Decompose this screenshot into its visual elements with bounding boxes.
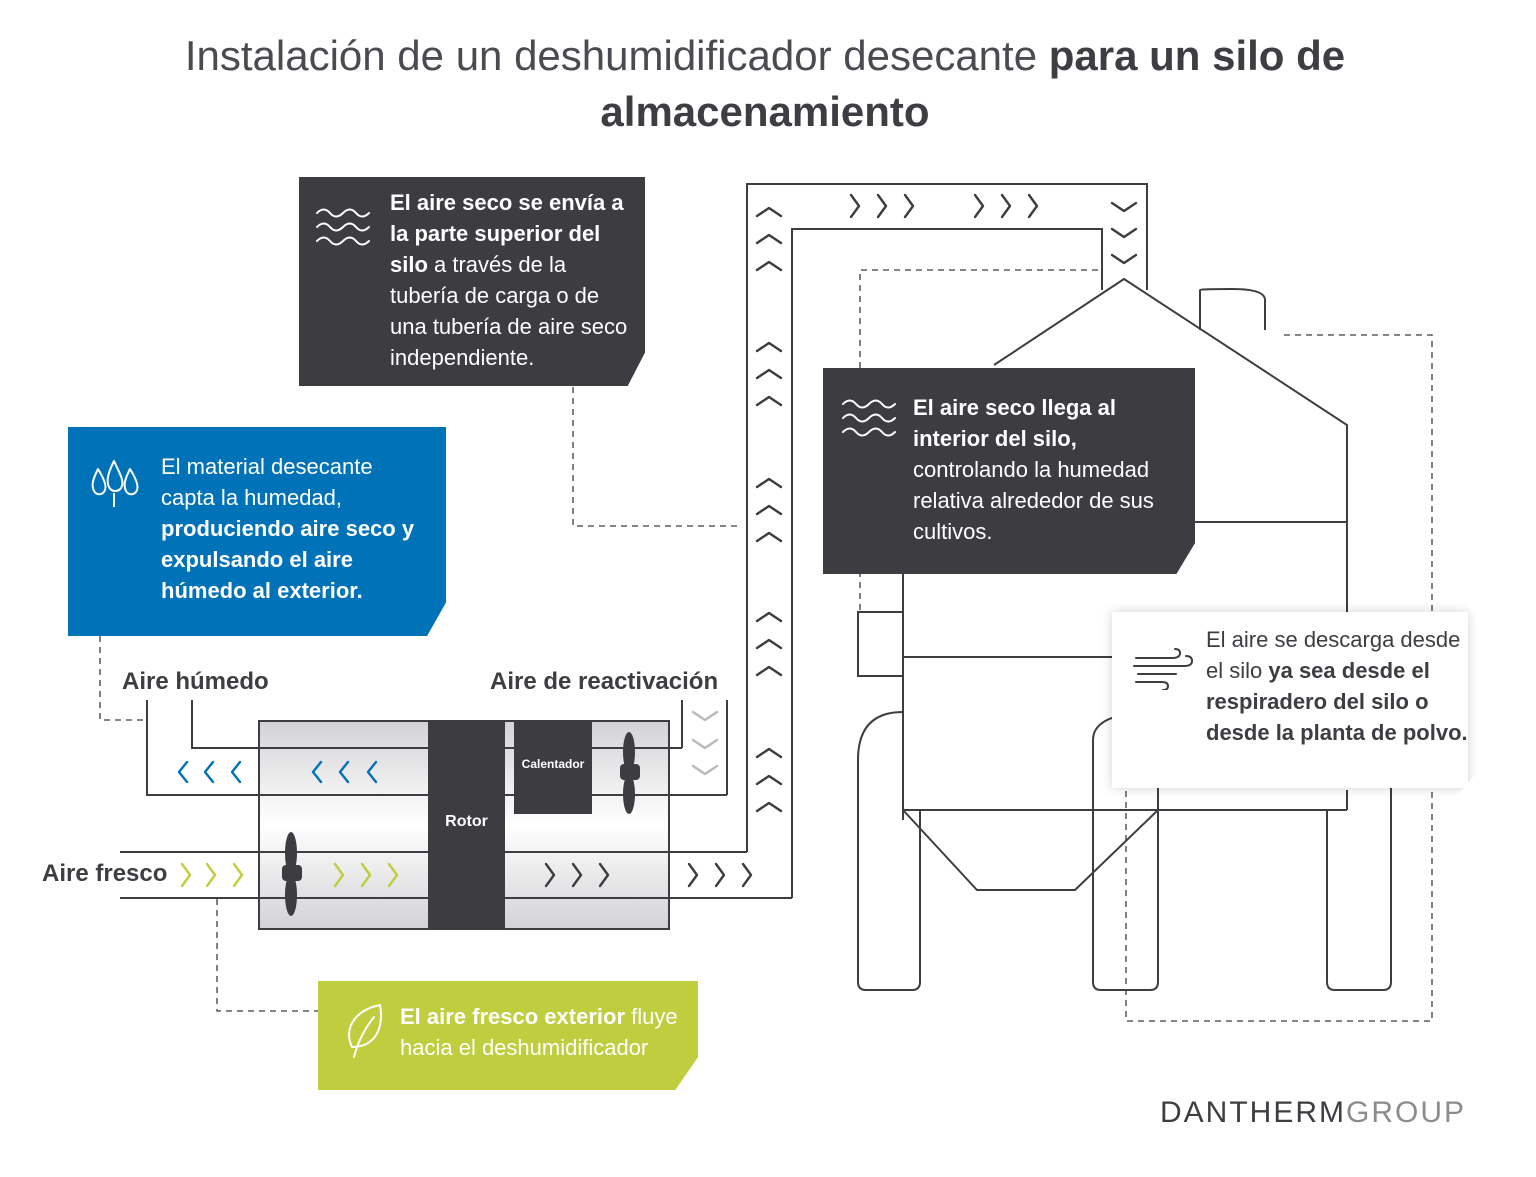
callout-top-bold: El aire seco se envía a la parte superio… xyxy=(390,190,624,277)
label-heater: Calentador xyxy=(521,757,585,771)
leader-desiccant xyxy=(99,636,143,721)
brand-main: DANTHERM xyxy=(1160,1096,1346,1129)
label-humid-air: Aire húmedo xyxy=(122,668,269,695)
label-fresh-air: Aire fresco xyxy=(42,860,168,887)
callout-desiccant: El material desecante capta la humedad, … xyxy=(68,427,446,636)
silo-roof xyxy=(993,277,1348,660)
silo xyxy=(857,277,1392,991)
callout-discharge: El aire se descarga desde el silo ya sea… xyxy=(1112,612,1468,788)
dehumidifier-unit xyxy=(120,700,792,930)
fan-icon-process xyxy=(282,832,302,916)
reactivation-air-arrows xyxy=(691,710,719,776)
rotor-block xyxy=(428,721,505,929)
droplets-icon xyxy=(91,460,139,507)
humid-air-duct-outer xyxy=(146,700,259,796)
callout-discharge-normal: El aire se descarga desde el silo xyxy=(1206,627,1461,683)
page-title: Instalación de un deshumidificador desec… xyxy=(60,28,1470,140)
dry-air-arrows-right xyxy=(544,193,1039,888)
leader-fresh xyxy=(216,899,318,1012)
silo-hopper xyxy=(902,809,1159,891)
humid-air-arrows xyxy=(177,760,378,784)
callout-top-dry-air: El aire seco se envía a la parte superio… xyxy=(299,177,645,386)
waves-icon xyxy=(316,208,370,246)
silo-leg-center xyxy=(1092,711,1159,991)
label-reactivation-air: Aire de reactivación xyxy=(490,668,719,695)
callout-desiccant-normal: El material desecante capta la humedad, xyxy=(161,454,373,510)
brand-sub: GROUP xyxy=(1346,1096,1467,1129)
title-bold: para un silo de almacenamiento xyxy=(600,32,1346,135)
callout-top-normal: a través de la tubería de carga o de una… xyxy=(390,252,628,370)
callout-silo-normal: controlando la humedad relativa alrededo… xyxy=(913,457,1154,544)
title-light: Instalación de un deshumidificador desec… xyxy=(184,32,1049,79)
silo-top-cap xyxy=(1199,287,1266,330)
leaf-icon xyxy=(348,1004,382,1058)
wind-icon xyxy=(1132,648,1194,690)
heater-block xyxy=(514,721,592,814)
fresh-air-arrows xyxy=(180,862,399,888)
fan-icon-reactivation xyxy=(620,732,640,814)
callout-desiccant-bold: produciendo aire seco y expulsando el ai… xyxy=(161,516,415,603)
leader-top-callout xyxy=(572,387,742,527)
callout-silo-bold: El aire seco llega al interior del silo, xyxy=(913,395,1117,451)
callout-fresh-bold: El aire fresco exterior xyxy=(400,1004,626,1029)
callout-silo-interior: El aire seco llega al interior del silo,… xyxy=(823,368,1195,574)
humid-air-duct-inner xyxy=(191,700,259,749)
callout-discharge-bold: ya sea desde el respiradero del silo o d… xyxy=(1206,658,1468,745)
dry-air-arrows-up xyxy=(755,206,783,813)
label-rotor: Rotor xyxy=(445,813,488,830)
callout-fresh-normal: fluye hacia el deshumidificador xyxy=(400,1004,678,1060)
dantherm-logo: DANTHERMGROUP xyxy=(1160,1096,1466,1130)
silo-leg-left xyxy=(857,711,921,991)
dry-air-duct xyxy=(746,183,1148,898)
waves-icon xyxy=(842,399,896,437)
callout-fresh-air: El aire fresco exterior fluye hacia el d… xyxy=(318,981,698,1090)
dry-air-arrows-down xyxy=(1110,201,1138,265)
